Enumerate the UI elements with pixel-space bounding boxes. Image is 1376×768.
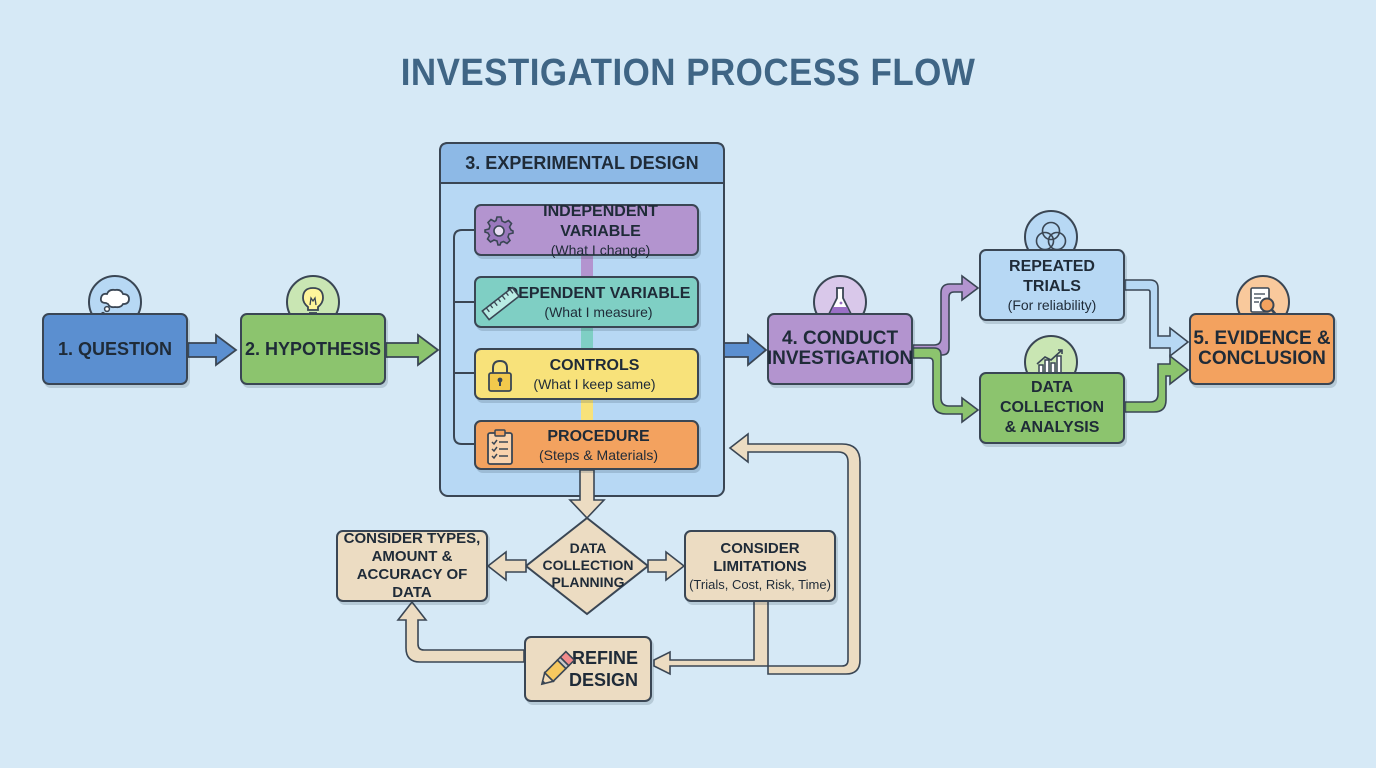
dependent-variable-label: DEPENDENT VARIABLE [506, 284, 691, 302]
hypothesis-label: 2. HYPOTHESIS [244, 339, 382, 359]
consider-limitations-box: CONSIDER LIMITATIONS (Trials, Cost, Risk… [684, 530, 836, 602]
step-question: 1. QUESTION [42, 313, 188, 385]
diagram-title: INVESTIGATION PROCESS FLOW [400, 52, 976, 94]
procedure-sub: (Steps & Materials) [538, 446, 659, 463]
step-evidence-conclusion: 5. EVIDENCE & CONCLUSION [1189, 313, 1335, 385]
refine-design-box: REFINE DESIGN [524, 636, 652, 702]
question-label: 1. QUESTION [57, 339, 173, 359]
independent-variable-label: INDEPENDENT VARIABLE [543, 202, 658, 240]
step-conduct-investigation: 4. CONDUCT INVESTIGATION [767, 313, 913, 385]
design-item-independent-variable: INDEPENDENT VARIABLE (What I change) [474, 202, 699, 258]
repeated-trials-label: REPEATED TRIALS [1009, 257, 1095, 295]
conduct-label-line2: INVESTIGATION [766, 348, 914, 369]
planning-line2: COLLECTION [542, 556, 634, 573]
limitations-line1: CONSIDER [720, 539, 800, 557]
limitations-sub: (Trials, Cost, Risk, Time) [689, 576, 831, 592]
planning-diamond [524, 516, 650, 616]
step-hypothesis: 2. HYPOTHESIS [240, 313, 386, 385]
controls-sub: (What I keep same) [533, 375, 656, 392]
types-line2: AMOUNT & [371, 548, 453, 565]
clipboard-icon [484, 427, 516, 467]
design-item-dependent-variable: DEPENDENT VARIABLE (What I measure) [474, 276, 699, 328]
gear-icon [482, 214, 516, 248]
types-line3: ACCURACY OF DATA [356, 566, 468, 601]
step-repeated-trials: REPEATED TRIALS (For reliability) [979, 249, 1125, 321]
dependent-variable-sub: (What I measure) [544, 303, 653, 320]
consider-types-box: CONSIDER TYPES, AMOUNT & ACCURACY OF DAT… [336, 530, 488, 602]
refine-line1: REFINE [571, 648, 638, 668]
types-line1: CONSIDER TYPES, [343, 530, 481, 547]
step-data-collection-analysis: DATA COLLECTION & ANALYSIS [979, 372, 1125, 444]
limitations-line2: LIMITATIONS [713, 557, 807, 575]
refine-line2: DESIGN [568, 670, 638, 690]
ruler-icon [480, 284, 522, 324]
data-collection-line2: & ANALYSIS [1004, 419, 1100, 436]
repeated-trials-sub: (For reliability) [1007, 296, 1097, 313]
design-item-controls: CONTROLS (What I keep same) [474, 348, 699, 400]
planning-line1: DATA [569, 539, 607, 556]
procedure-label: PROCEDURE [547, 427, 650, 445]
controls-label: CONTROLS [549, 356, 640, 374]
evidence-label-line1: 5. EVIDENCE & [1193, 328, 1331, 349]
conduct-label-line1: 4. CONDUCT [781, 328, 899, 349]
evidence-label-line2: CONCLUSION [1198, 348, 1326, 369]
independent-variable-sub: (What I change) [550, 241, 651, 258]
data-collection-line1: DATA COLLECTION [1000, 379, 1104, 416]
experimental-design-title: 3. EXPERIMENTAL DESIGN [465, 152, 699, 173]
planning-line3: PLANNING [551, 573, 625, 590]
padlock-icon [484, 357, 516, 395]
design-item-procedure: PROCEDURE (Steps & Materials) [474, 420, 699, 470]
pencil-icon [534, 648, 578, 692]
data-collection-planning-text: DATA COLLECTION PLANNING [528, 535, 648, 595]
